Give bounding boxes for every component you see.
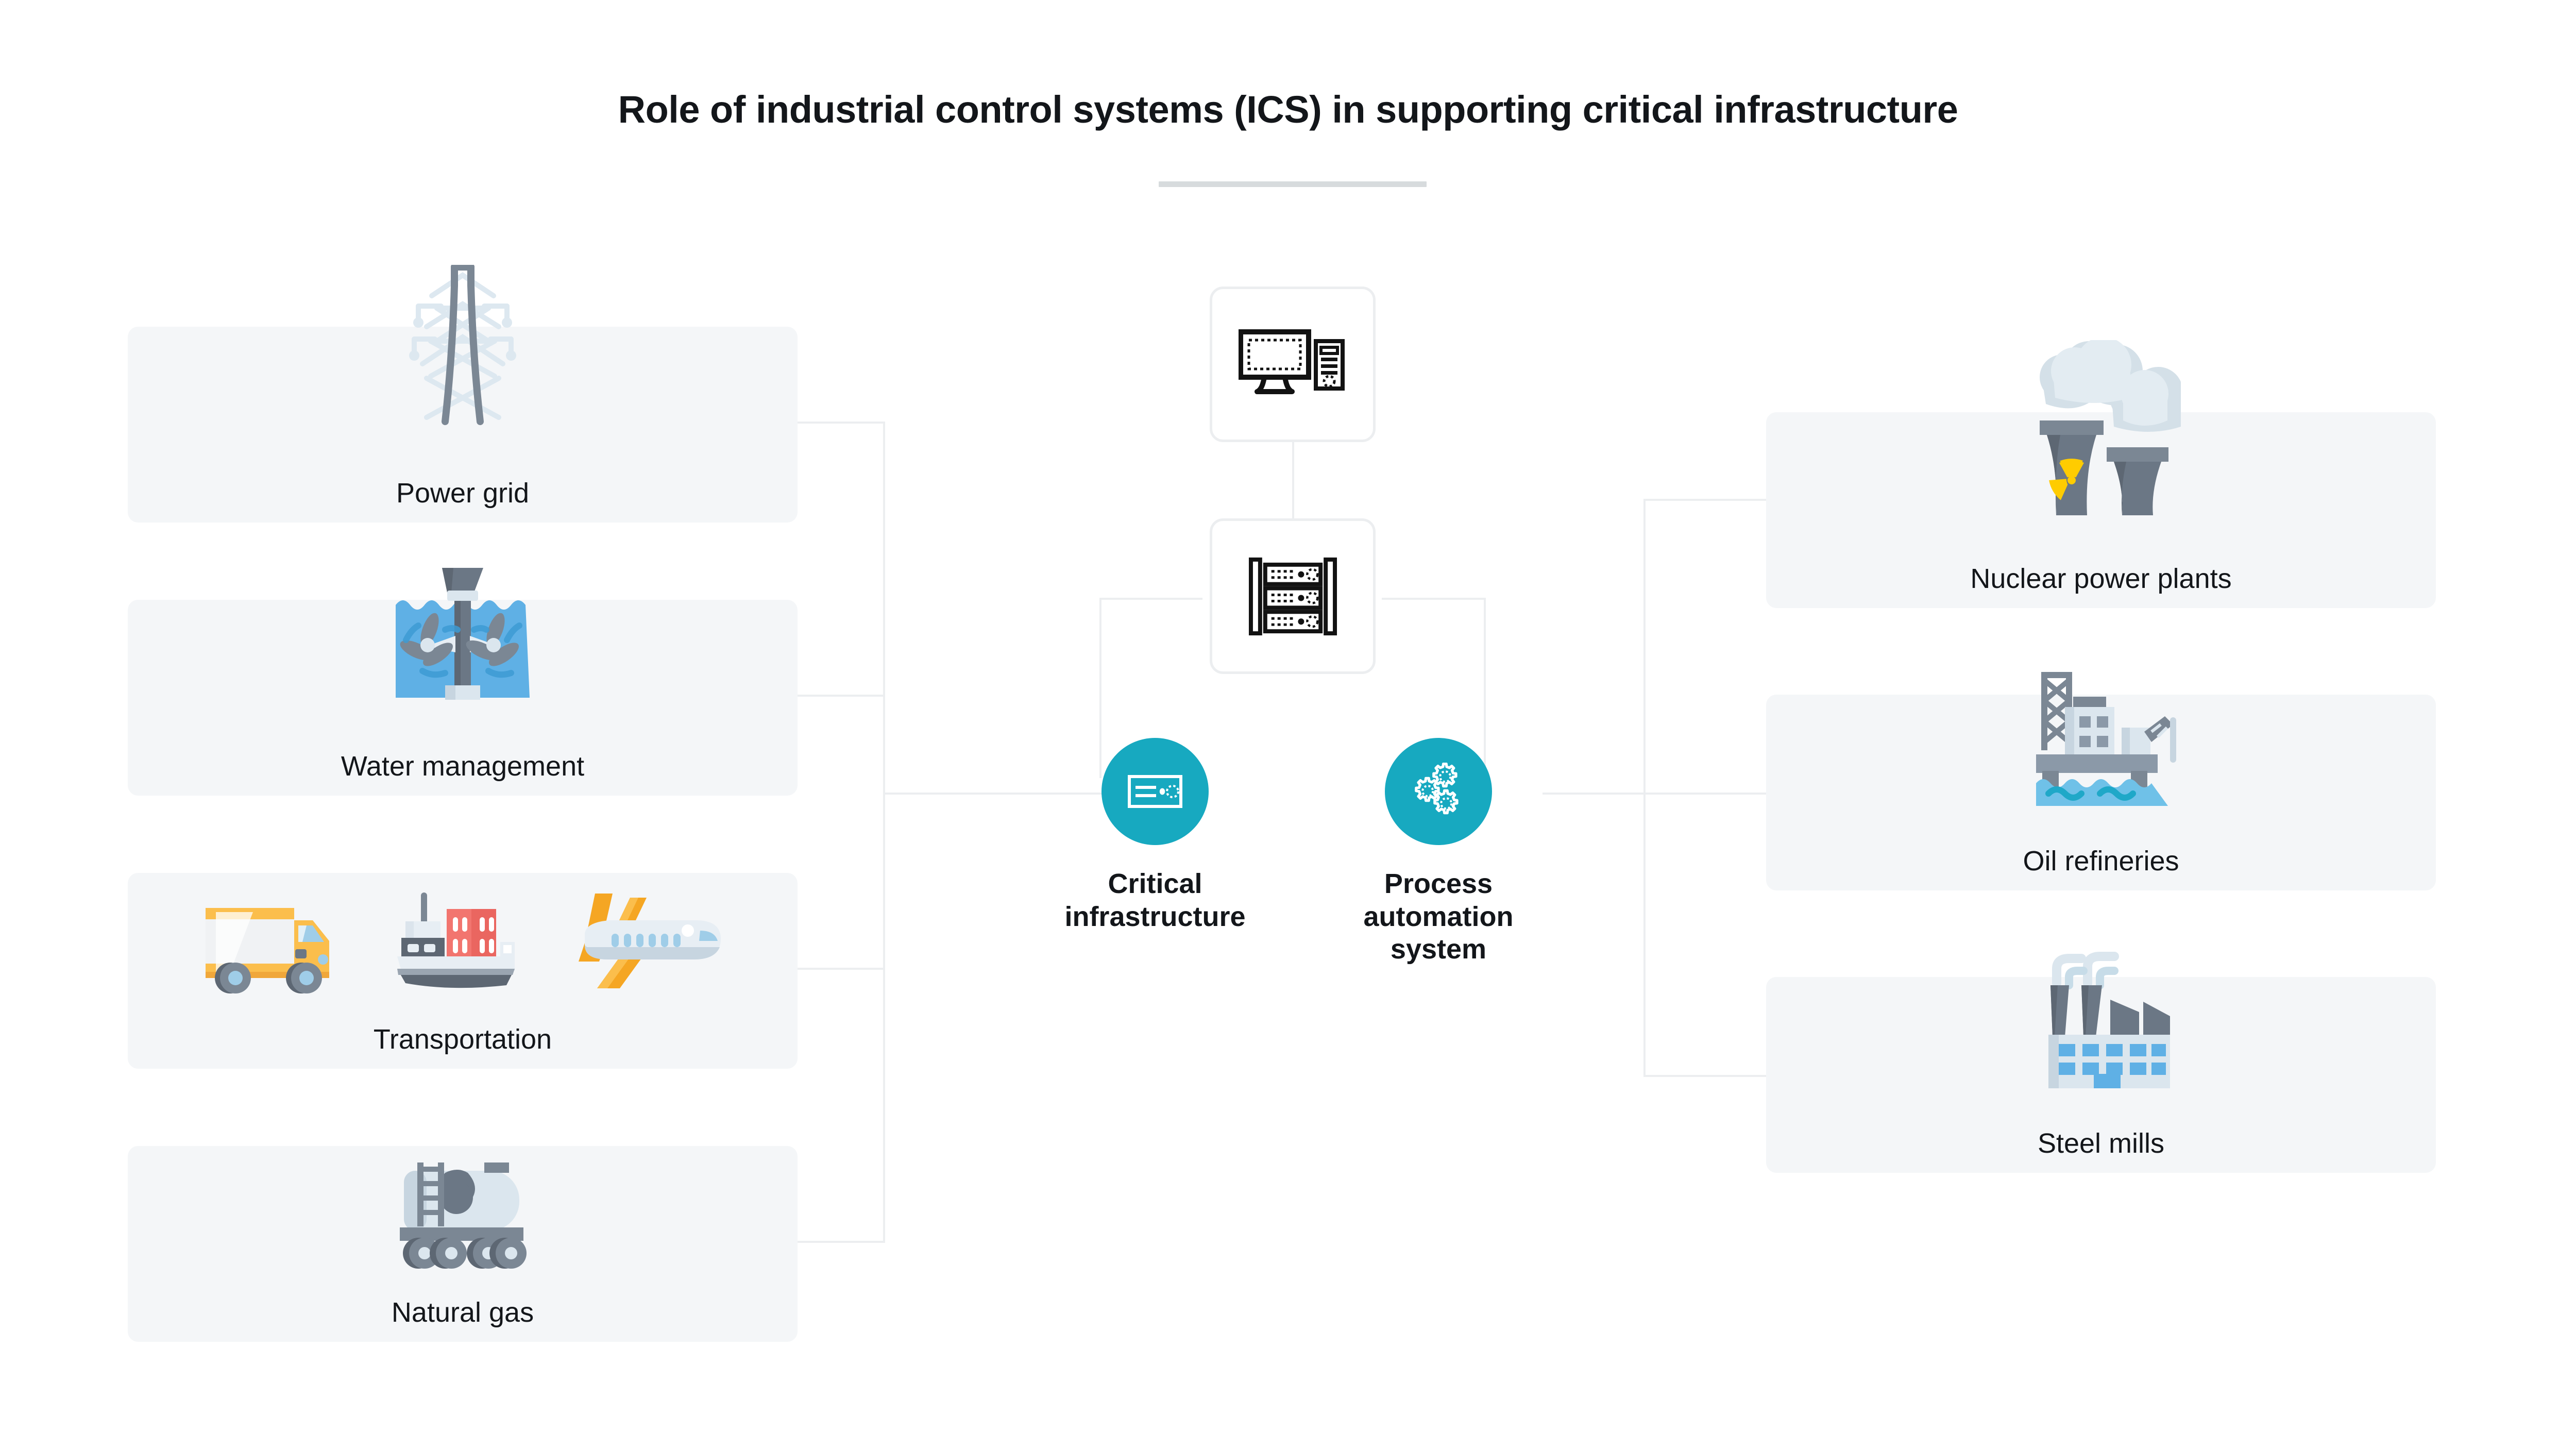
node-label: Process automation system xyxy=(1363,868,1514,965)
wire-server-left-arm xyxy=(1099,598,1202,600)
wire-left-bus xyxy=(883,422,885,1243)
wire-server-left-drop xyxy=(1099,598,1101,778)
wire-left-stub-2 xyxy=(796,695,885,697)
node-critical-infrastructure[interactable]: Critical infrastructure xyxy=(1052,738,1258,933)
node-process-automation-system[interactable]: Process automation system xyxy=(1335,738,1541,966)
wire-node-to-right-bus xyxy=(1543,793,1646,795)
wire-server-right-arm xyxy=(1382,598,1486,600)
wire-left-bus-to-node xyxy=(883,793,1106,795)
wire-right-stub-3 xyxy=(1643,1075,1767,1077)
wire-right-stub-1 xyxy=(1643,499,1767,501)
delivery-truck-icon xyxy=(206,908,329,993)
card-label: Steel mills xyxy=(2037,1127,2165,1159)
node-circle xyxy=(1101,738,1209,845)
gas-tanker-svg xyxy=(400,1162,527,1269)
title-divider xyxy=(1159,181,1427,187)
wire-right-stub-2 xyxy=(1643,793,1767,795)
desktop-computer-icon xyxy=(1239,329,1345,394)
cargo-ship-icon xyxy=(397,892,515,988)
card-steel-mills[interactable]: Steel mills xyxy=(1766,952,2436,1173)
card-label: Nuclear power plants xyxy=(1970,563,2232,594)
server-unit-icon xyxy=(1128,775,1182,808)
card-natural-gas[interactable]: Natural gas xyxy=(128,1146,798,1342)
card-label: Oil refineries xyxy=(2023,845,2179,877)
node-label: Critical infrastructure xyxy=(1064,868,1246,932)
airplane-icon xyxy=(579,894,721,988)
wire-computer-to-server xyxy=(1292,441,1294,518)
hubbox-server[interactable] xyxy=(1210,518,1376,674)
card-oil-refineries[interactable]: Oil refineries xyxy=(1766,672,2436,890)
gears-icon xyxy=(1415,763,1459,815)
card-label: Transportation xyxy=(373,1023,552,1055)
node-circle xyxy=(1385,738,1492,845)
card-transportation[interactable]: Transportation xyxy=(128,873,798,1069)
server-rack-icon xyxy=(1248,557,1337,635)
wire-left-stub-1 xyxy=(796,422,885,424)
gas-tanker-wagon-icon xyxy=(128,1152,798,1271)
hubbox-computer[interactable] xyxy=(1210,287,1376,442)
wire-left-stub-3 xyxy=(796,968,885,970)
transportation-icons xyxy=(128,885,798,993)
page-title: Role of industrial control systems (ICS)… xyxy=(618,88,1958,131)
card-nuclear-power-plants[interactable]: Nuclear power plants xyxy=(1766,340,2436,608)
card-water-management[interactable]: Water management xyxy=(128,568,798,796)
card-label: Natural gas xyxy=(391,1296,534,1328)
card-power-grid[interactable]: Power grid xyxy=(128,265,798,523)
wire-server-right-drop xyxy=(1484,598,1486,778)
wire-right-bus xyxy=(1643,499,1646,1076)
wire-left-stub-4 xyxy=(796,1241,885,1243)
card-label: Water management xyxy=(341,750,585,782)
card-label: Power grid xyxy=(396,477,530,509)
